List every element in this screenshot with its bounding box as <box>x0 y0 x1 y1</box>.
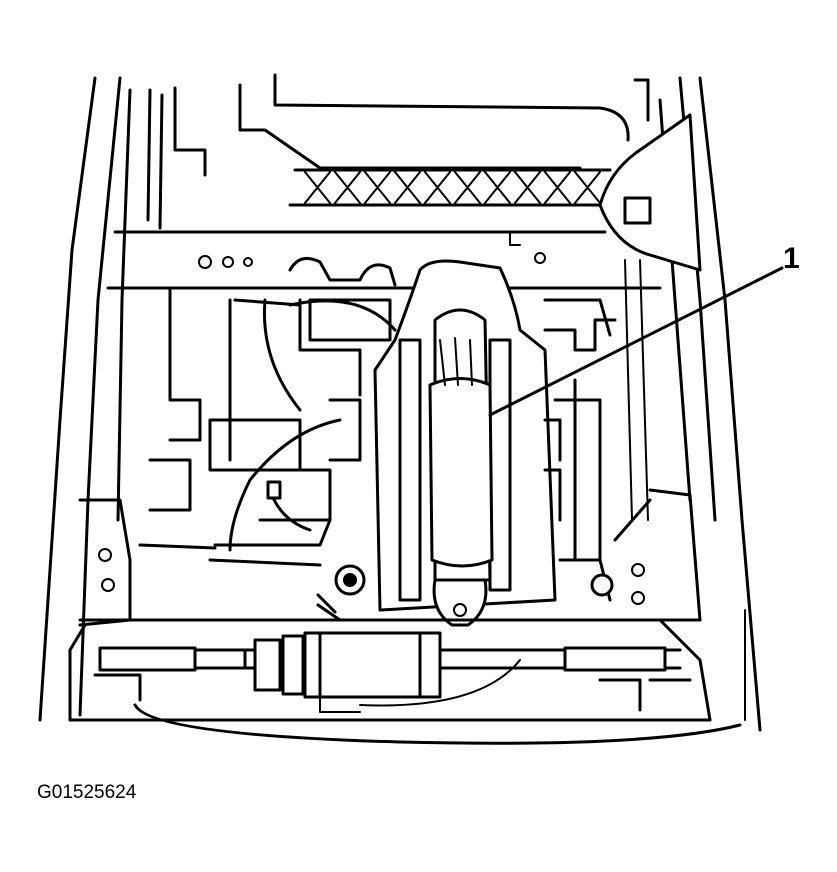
side-impact-module <box>428 337 494 627</box>
base-frame <box>68 618 742 745</box>
right-bracket <box>598 113 702 272</box>
pivot-bolt <box>316 564 366 622</box>
figure-id: G01525624 <box>37 782 137 803</box>
left-side-rail <box>38 76 164 722</box>
callout-1: 1 <box>488 242 800 417</box>
left-mechanism <box>148 256 397 552</box>
right-mechanism <box>543 298 617 602</box>
lower-left-plate <box>78 498 322 627</box>
lower-right-plate <box>590 488 702 622</box>
cushion-pan-top <box>173 73 650 177</box>
actuator-rod <box>98 631 682 713</box>
cross-member <box>106 230 662 290</box>
callout-1-leader <box>488 266 784 417</box>
callout-1-label: 1 <box>783 242 800 275</box>
lattice-rail <box>288 168 612 207</box>
